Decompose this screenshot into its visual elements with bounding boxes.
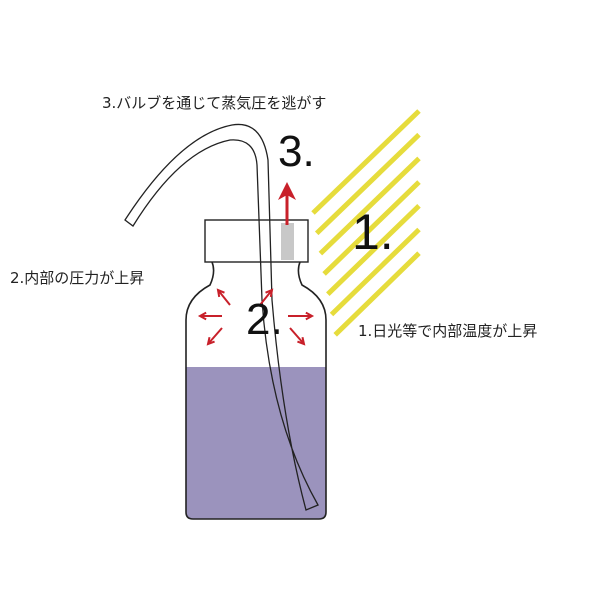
tube: [124, 123, 319, 511]
sun-ray: [333, 251, 421, 337]
pressure-arrow: [289, 327, 306, 346]
pressure-arrow: [216, 288, 231, 306]
liquid: [186, 367, 326, 519]
sun-ray: [318, 156, 421, 256]
marker-3: 3.: [278, 127, 315, 176]
bottle-outline: [185, 261, 327, 520]
sunlight-rays: [311, 109, 421, 337]
sun-ray: [329, 227, 421, 317]
sun-ray: [322, 180, 421, 276]
label-step3: 3.バルブを通じて蒸気圧を逃がす: [102, 94, 327, 112]
marker-1: 1.: [352, 204, 394, 260]
pressure-arrow: [197, 311, 222, 321]
pressure-arrow: [288, 311, 315, 321]
pressure-arrow: [259, 288, 274, 306]
sun-ray: [326, 204, 421, 296]
vent-valve: [281, 223, 294, 260]
label-step1: 1.日光等で内部温度が上昇: [358, 322, 538, 340]
vent-arrow: [278, 182, 296, 225]
pressure-arrows: [197, 288, 315, 346]
marker-2: 2.: [246, 295, 283, 344]
pressure-arrow: [206, 327, 223, 346]
label-step2: 2.内部の圧力が上昇: [10, 269, 145, 287]
sun-ray: [311, 109, 421, 215]
sun-ray: [314, 132, 421, 236]
